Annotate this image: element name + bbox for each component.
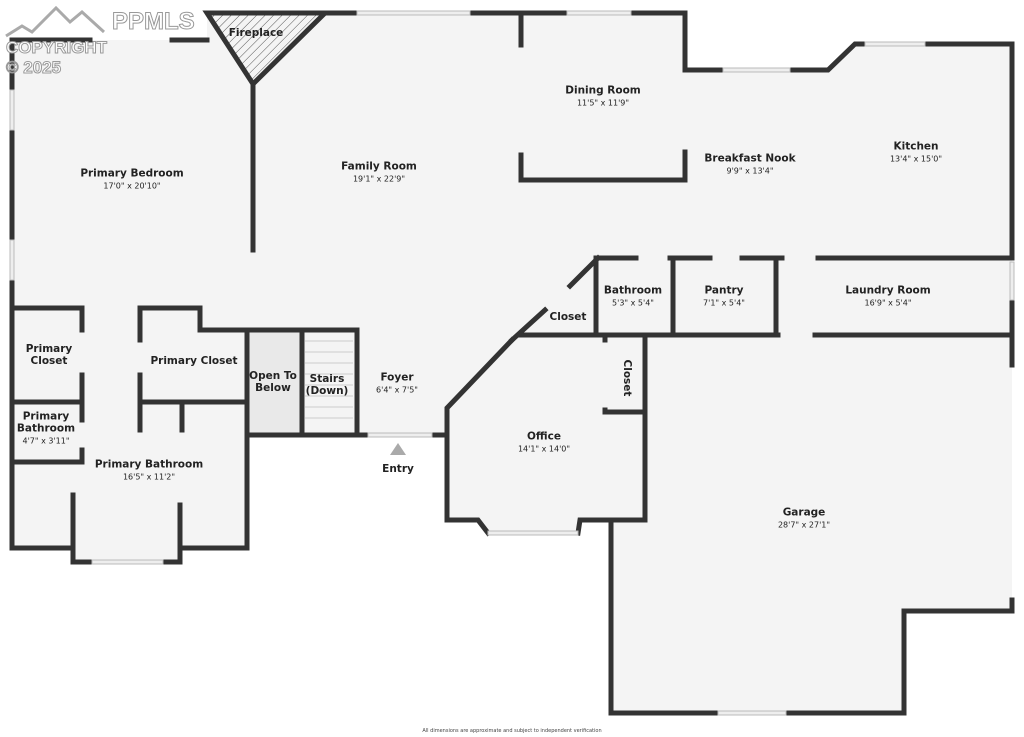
room-fireplace: Fireplace — [228, 26, 284, 39]
entry-arrow-icon — [390, 443, 406, 455]
room-closet: Closet — [549, 310, 587, 323]
room-primary-closet-left: Primary Closet — [25, 342, 73, 367]
room-closet-vertical: Closet — [621, 359, 634, 397]
fireplace — [202, 10, 332, 88]
windows — [9, 10, 1015, 716]
room-primary-closet: Primary Closet — [150, 354, 238, 367]
entry-label: Entry — [382, 463, 414, 475]
disclaimer: All dimensions are approximate and subje… — [422, 728, 602, 734]
mountain-logo-icon — [5, 5, 106, 38]
room-open-to-below: Open To Below — [249, 369, 297, 394]
walls — [9, 10, 1015, 716]
floor-area — [12, 13, 1012, 713]
watermark-brand: PPMLS — [112, 8, 196, 36]
stairs — [305, 340, 353, 419]
watermark-copyright: COPYRIGHT © 2025 — [5, 38, 108, 78]
room-stairs-down: Stairs (Down) — [305, 372, 349, 397]
